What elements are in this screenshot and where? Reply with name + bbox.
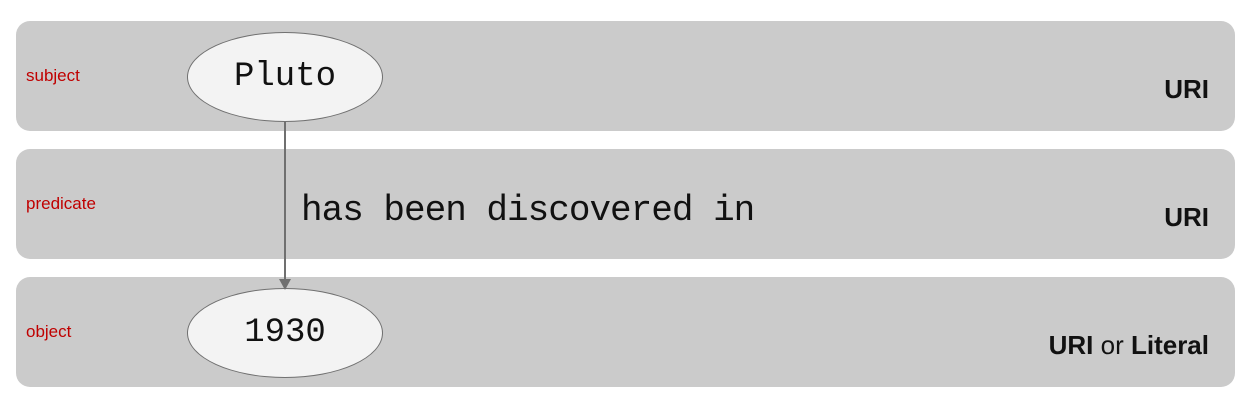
- predicate-row: predicate has been discovered in URI: [16, 149, 1235, 259]
- predicate-arrow-head: [279, 279, 291, 290]
- object-type-label: URI or Literal: [1049, 330, 1209, 361]
- object-type-primary: URI: [1048, 330, 1094, 360]
- predicate-text: has been discovered in: [301, 190, 755, 231]
- predicate-type-primary: URI: [1164, 202, 1209, 232]
- object-node: 1930: [187, 288, 383, 378]
- subject-type-label: URI: [1164, 74, 1209, 105]
- subject-role-label: subject: [26, 66, 80, 85]
- subject-type-primary: URI: [1164, 74, 1209, 104]
- subject-node: Pluto: [187, 32, 383, 122]
- object-type-secondary: Literal: [1130, 330, 1209, 360]
- predicate-role-label: predicate: [26, 194, 96, 213]
- object-type-connector: or: [1100, 330, 1124, 360]
- object-role-label: object: [26, 322, 72, 341]
- predicate-type-label: URI: [1164, 202, 1209, 233]
